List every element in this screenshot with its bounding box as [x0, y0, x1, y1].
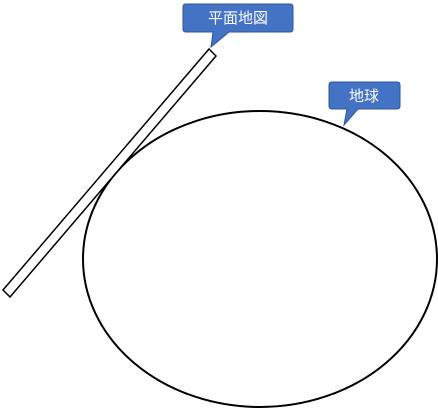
flat-map-plane — [1, 47, 218, 299]
flat-map-callout: 平面地図 — [182, 3, 294, 49]
earth-ellipse — [82, 110, 438, 408]
earth-callout-label: 地球 — [349, 87, 379, 105]
earth-callout: 地球 — [328, 81, 401, 127]
flat-map-callout-shape — [182, 3, 294, 49]
flat-map-callout-label: 平面地図 — [208, 9, 268, 27]
earth-callout-shape — [328, 81, 401, 127]
